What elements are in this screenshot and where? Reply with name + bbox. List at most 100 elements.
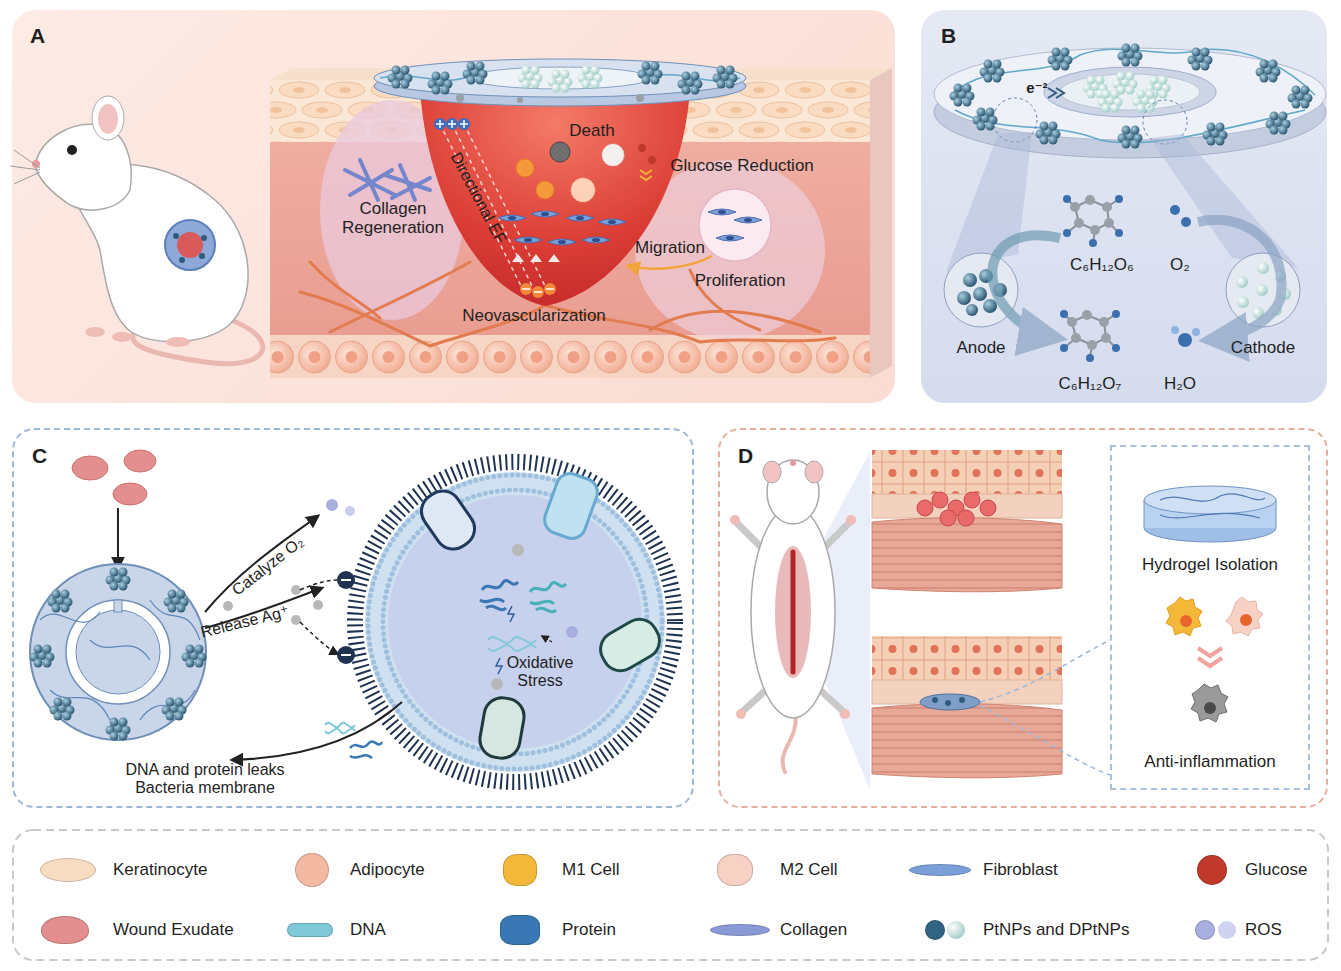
art-circle <box>365 472 665 772</box>
art-circle <box>76 610 160 694</box>
legend-swatch <box>500 915 540 945</box>
art-path <box>341 580 351 655</box>
art-path <box>480 581 518 610</box>
art-circle <box>980 500 996 516</box>
art-circle <box>932 697 938 703</box>
legend-swatch <box>295 853 329 887</box>
art-rect <box>872 636 1062 680</box>
art-circle <box>846 515 856 525</box>
legend-swatch <box>909 864 971 876</box>
art-ellipse <box>920 694 980 710</box>
legend-text: M2 Cell <box>780 860 838 880</box>
legend-swatch <box>1197 855 1227 885</box>
art-path <box>496 658 502 674</box>
art-circle <box>964 492 980 508</box>
art-ellipse <box>805 461 823 483</box>
art-path <box>1226 597 1263 636</box>
art-ellipse <box>113 483 147 505</box>
label-text: O₂ <box>1160 255 1200 275</box>
label-text: Proliferation <box>680 271 800 291</box>
legend-text: DNA <box>350 920 386 940</box>
art-circle <box>940 510 956 526</box>
art-circle <box>313 600 323 610</box>
node-text: C <box>32 444 72 468</box>
art-circle <box>958 510 974 526</box>
art-circle <box>30 564 206 740</box>
node-text: Cathode <box>1207 338 1319 358</box>
art-circle <box>337 646 355 664</box>
art-path <box>325 723 355 734</box>
label-text: C₆H₁₂O₆ <box>1057 255 1147 275</box>
art-circle <box>790 460 796 466</box>
art-line <box>1276 500 1277 528</box>
art-circle <box>388 495 642 749</box>
art-path <box>542 636 552 642</box>
art-circle <box>291 615 301 625</box>
art-path <box>530 583 566 612</box>
legend-swatch <box>41 916 89 944</box>
legend-swatch <box>1195 920 1215 940</box>
art-path <box>508 606 514 622</box>
art-circle <box>948 500 964 516</box>
art-circle <box>512 544 524 556</box>
art-circle <box>917 500 933 516</box>
node-text: D <box>738 444 778 468</box>
art-path <box>1160 494 1265 518</box>
art-ellipse <box>72 456 108 480</box>
art-path <box>300 580 338 654</box>
art-path <box>736 522 850 712</box>
node-text: A <box>30 24 70 48</box>
cathode-circle: Cathode <box>1217 250 1309 362</box>
art-path <box>1166 597 1202 636</box>
art-circle <box>345 506 355 516</box>
art-rect <box>1144 500 1276 528</box>
art-ellipse <box>767 460 819 524</box>
art-circle <box>1240 614 1252 626</box>
label-text: Migration <box>620 238 720 258</box>
legend-text: Wound Exudate <box>113 920 234 940</box>
art-circle <box>223 601 233 611</box>
art-rect <box>541 470 602 543</box>
art-path <box>40 600 200 720</box>
art-use <box>162 698 187 721</box>
art-rect <box>872 450 1062 494</box>
art-circle <box>326 499 338 511</box>
node-text: B <box>941 24 981 48</box>
legend-text: Collagen <box>780 920 847 940</box>
art-rect <box>414 484 481 556</box>
art-polygon <box>812 452 870 790</box>
art-ellipse <box>751 506 835 718</box>
art-path <box>1191 684 1228 722</box>
art-path <box>350 741 382 758</box>
label-text: Oxidative Stress <box>495 654 585 691</box>
panel-b: BAnodeCathode <box>921 10 1327 403</box>
art-circle <box>730 515 740 525</box>
anode-circle: Anode <box>935 250 1027 362</box>
art-ellipse <box>124 450 156 472</box>
art-circle <box>1218 921 1236 939</box>
hydrogel-box: Hydrogel IsolationAnti-inflammation <box>1110 445 1310 790</box>
panel-a: A <box>12 10 895 403</box>
legend-text: Glucose <box>1245 860 1307 880</box>
label-text: Catalyze O₂ <box>219 525 317 607</box>
art-rect <box>114 600 122 612</box>
label-text: Release Ag⁺ <box>189 600 300 644</box>
art-path <box>872 704 1062 778</box>
panel-d: D Hydrogel IsolationAnti-inflammation <box>718 428 1328 808</box>
legend-text: Keratinocyte <box>113 860 208 880</box>
art-circle <box>291 585 301 595</box>
art-path <box>791 552 796 672</box>
art-line <box>1144 500 1145 528</box>
legend-swatch <box>503 854 537 886</box>
art-circle <box>566 626 578 638</box>
legend-text: PtNPs and DPtNPs <box>983 920 1129 940</box>
art-path <box>783 712 796 772</box>
art-rect <box>872 494 1062 518</box>
art-circle <box>66 600 170 704</box>
legend-text: Adipocyte <box>350 860 425 880</box>
legend-art <box>13 830 1328 960</box>
panel-d-art <box>730 450 1276 790</box>
art-ellipse <box>1144 486 1276 514</box>
legend-text: ROS <box>1245 920 1282 940</box>
legend-text: M1 Cell <box>562 860 620 880</box>
